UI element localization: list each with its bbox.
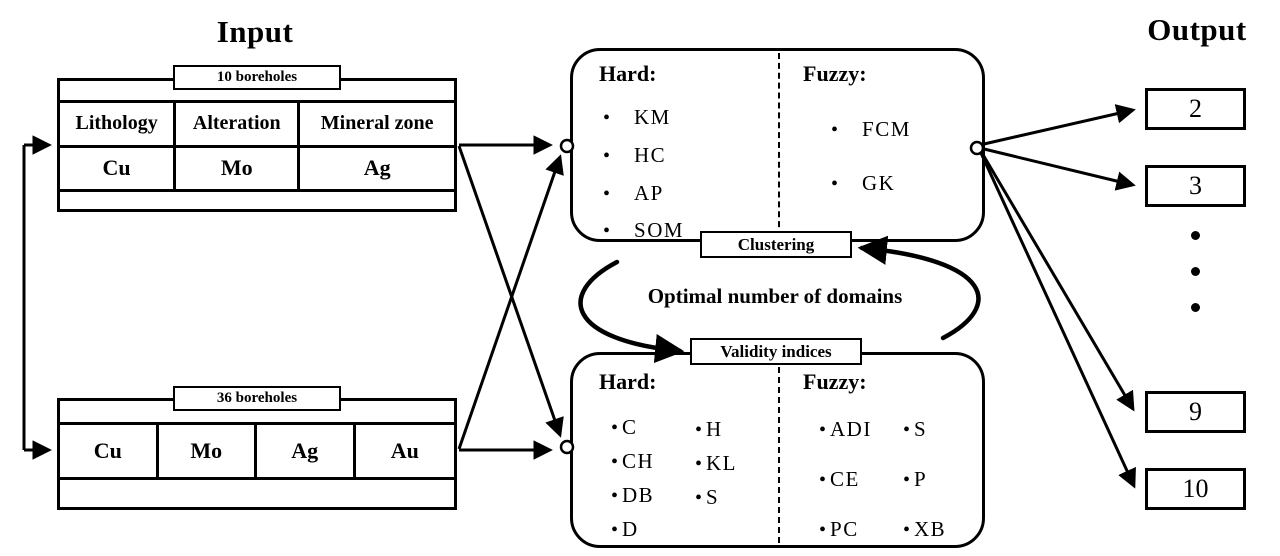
hard-methods-title: Hard: (599, 61, 657, 86)
input-table-10-boreholes: Lithology Alteration Mineral zone Cu Mo … (57, 78, 457, 212)
validity-indices-label: Validity indices (690, 338, 862, 365)
bullet-icon: • (603, 220, 611, 242)
list-item-ce: •CE (819, 467, 860, 491)
data-cell-ag: Ag (257, 425, 356, 477)
bullet-icon: • (603, 145, 611, 167)
ellipsis-dot-icon (1191, 231, 1200, 240)
header-cell-lithology: Lithology (60, 103, 177, 145)
list-item-pc: •PC (819, 517, 859, 541)
bullet-icon: • (695, 487, 703, 509)
list-item-xb: •XB (903, 517, 947, 541)
boreholes-36-tag: 36 boreholes (173, 386, 341, 411)
bullet-icon: • (611, 519, 619, 541)
data-cell-mo: Mo (159, 425, 257, 477)
data-cell-ag: Ag (363, 155, 391, 181)
data-cell-cu: Cu (60, 425, 159, 477)
bullet-icon: • (603, 107, 611, 129)
arrow-to-output-10 (979, 152, 1136, 489)
list-item-db: •DB (611, 483, 655, 507)
bullet-icon: • (831, 173, 839, 195)
hard-fuzzy-divider (777, 357, 780, 543)
bullet-icon: • (611, 417, 619, 439)
bullet-icon: • (611, 451, 619, 473)
bullet-icon: • (819, 469, 827, 491)
output-title: Output (1147, 12, 1247, 47)
header-cell-mineral-zone: Mineral zone (320, 112, 434, 135)
table-data-row: Cu Mo Ag (60, 144, 454, 189)
bullet-icon: • (903, 419, 911, 441)
list-item-gk: •GK (831, 171, 896, 195)
list-item-som: •SOM (603, 218, 685, 242)
boreholes-10-tag: 10 boreholes (173, 65, 341, 90)
list-item-kl: •KL (695, 451, 738, 475)
ellipsis-dot-icon (1191, 303, 1200, 312)
header-cell-alteration: Alteration (176, 103, 301, 145)
bullet-icon: • (903, 469, 911, 491)
list-item-fcm: •FCM (831, 117, 911, 141)
list-item-ch: •CH (611, 449, 655, 473)
arrow-table10-to-validity (457, 145, 564, 438)
input-table-36-boreholes: Cu Mo Ag Au (57, 398, 457, 510)
list-item-p: •P (903, 467, 928, 491)
list-item-hc: •HC (603, 143, 667, 167)
list-item-adi: •ADI (819, 417, 872, 441)
hard-fuzzy-divider (777, 53, 780, 237)
list-item-km: •KM (603, 105, 671, 129)
bullet-icon: • (831, 119, 839, 141)
list-item-s2: •S (903, 417, 928, 441)
input-table-10-grid: Lithology Alteration Mineral zone Cu Mo … (60, 100, 454, 192)
output-box-10: 10 (1145, 468, 1246, 510)
list-item-d: •D (611, 517, 639, 541)
hard-indices-title: Hard: (599, 369, 657, 394)
bullet-icon: • (819, 519, 827, 541)
validity-indices-box: Hard: •C •CH •DB •D •H •KL •S Fuzzy: •AD… (570, 352, 985, 548)
table-data-row: Cu Mo Ag Au (60, 425, 454, 477)
list-item-ap: •AP (603, 181, 664, 205)
ellipsis-dot-icon (1191, 267, 1200, 276)
bullet-icon: • (611, 485, 619, 507)
list-item-h: •H (695, 417, 723, 441)
clustering-label: Clustering (700, 231, 852, 258)
optimal-domains-label: Optimal number of domains (647, 284, 903, 308)
bullet-icon: • (903, 519, 911, 541)
arrow-to-output-2 (983, 104, 1136, 146)
table-header-row: Lithology Alteration Mineral zone (60, 103, 454, 145)
input-title: Input (216, 14, 294, 49)
input-table-36-grid: Cu Mo Ag Au (60, 422, 454, 480)
arrow-to-output-9 (980, 152, 1135, 412)
data-cell-cu: Cu (60, 147, 177, 189)
output-box-2: 2 (1145, 88, 1246, 130)
list-item-s: •S (695, 485, 720, 509)
bullet-icon: • (695, 453, 703, 475)
bullet-icon: • (603, 183, 611, 205)
bullet-icon: • (695, 419, 703, 441)
output-box-3: 3 (1145, 165, 1246, 207)
data-cell-au: Au (390, 438, 419, 463)
data-cell-mo: Mo (176, 147, 301, 189)
output-box-9: 9 (1145, 391, 1246, 433)
fuzzy-methods-title: Fuzzy: (803, 61, 867, 86)
bullet-icon: • (819, 419, 827, 441)
list-item-c: •C (611, 415, 638, 439)
arrow-table36-to-clustering (457, 154, 564, 450)
clustering-methods-box: Hard: •KM •HC •AP •SOM Fuzzy: •FCM •GK (570, 48, 985, 242)
fuzzy-indices-title: Fuzzy: (803, 369, 867, 394)
arrow-to-output-3 (983, 147, 1136, 191)
